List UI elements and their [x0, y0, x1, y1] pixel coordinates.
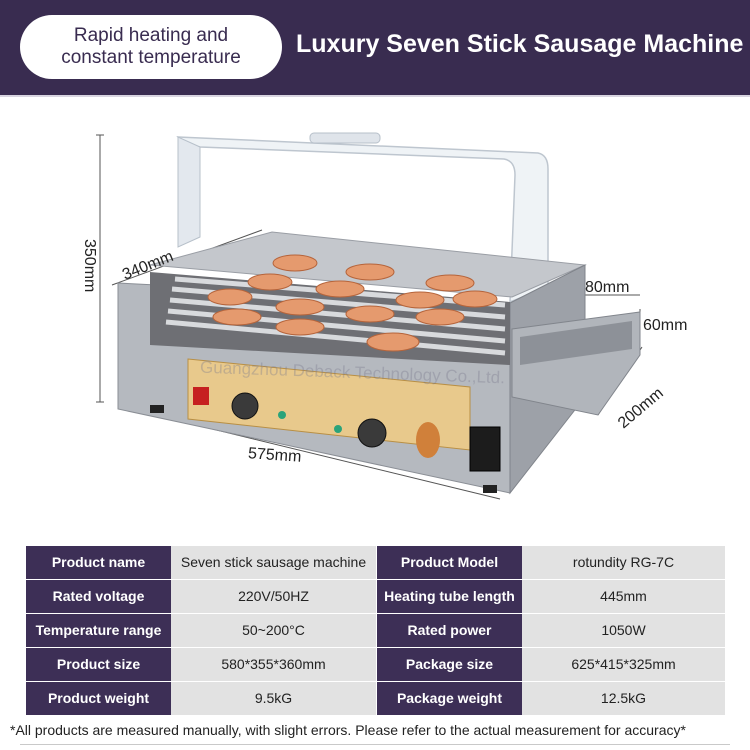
spec-label: Package size — [377, 648, 522, 681]
spec-label: Product Model — [377, 546, 522, 579]
sausage-machine-illustration — [96, 132, 643, 500]
spec-value: 12.5kG — [522, 682, 726, 715]
spec-value: 50~200°C — [171, 614, 377, 647]
spec-table: Product name Seven stick sausage machine… — [26, 546, 726, 716]
spec-value: 1050W — [522, 614, 726, 647]
height-dimension: 350mm — [81, 239, 98, 293]
spec-label: Temperature range — [26, 614, 171, 647]
spec-label: Rated voltage — [26, 580, 171, 613]
spec-label: Rated power — [377, 614, 522, 647]
width-dimension: 575mm — [247, 445, 302, 466]
table-row: Product size 580*355*360mm Package size … — [26, 648, 726, 681]
spec-value: 445mm — [522, 580, 726, 613]
spec-label: Product name — [26, 546, 171, 579]
header-divider — [0, 95, 750, 97]
tray-length-dimension: 80mm — [585, 279, 630, 296]
spec-label: Product size — [26, 648, 171, 681]
spec-label: Product weight — [26, 682, 171, 715]
spec-label: Package weight — [377, 682, 522, 715]
spec-value: rotundity RG-7C — [522, 546, 726, 579]
feature-badge: Rapid heating and constant temperature — [20, 15, 282, 79]
product-image: 350mm 340mm 575mm 80mm 60mm 200mm Guangz… — [0, 97, 750, 540]
badge-line-1: Rapid heating and — [73, 25, 229, 46]
spec-label: Heating tube length — [377, 580, 522, 613]
spec-value: 220V/50HZ — [171, 580, 377, 613]
spec-value: 9.5kG — [171, 682, 377, 715]
table-row: Rated voltage 220V/50HZ Heating tube len… — [26, 580, 726, 613]
badge-line-2: constant temperature — [61, 47, 241, 68]
page-title: Luxury Seven Stick Sausage Machine — [296, 30, 744, 58]
measurement-note: *All products are measured manually, wit… — [10, 722, 686, 738]
spec-value: Seven stick sausage machine — [171, 546, 377, 579]
spec-value: 625*415*325mm — [522, 648, 726, 681]
spec-value: 580*355*360mm — [171, 648, 377, 681]
table-row: Temperature range 50~200°C Rated power 1… — [26, 614, 726, 647]
table-row: Product weight 9.5kG Package weight 12.5… — [26, 682, 726, 715]
tray-height-dimension: 60mm — [643, 317, 688, 334]
table-row: Product name Seven stick sausage machine… — [26, 546, 726, 579]
header-banner: Rapid heating and constant temperature L… — [0, 0, 750, 95]
footer-divider — [20, 744, 730, 745]
